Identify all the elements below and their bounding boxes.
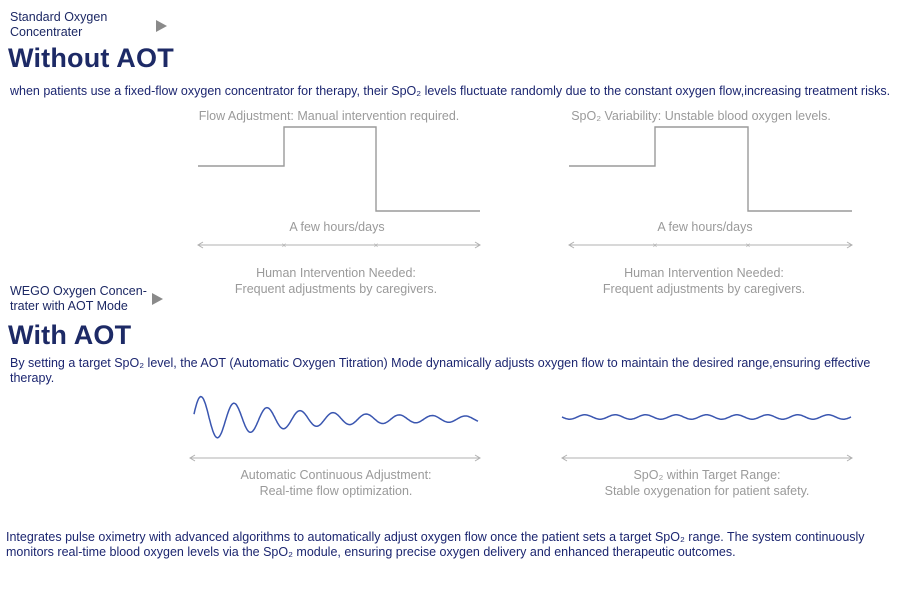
without-aot-description: when patients use a fixed-flow oxygen co… xyxy=(10,84,891,98)
stable-spo2-wave xyxy=(561,414,852,420)
wego-device-label-line2: trater with AOT Mode xyxy=(10,299,128,313)
svg-text:×: × xyxy=(282,241,287,250)
flow-timeline-label: A few hours/days xyxy=(289,220,385,234)
aot-left-caption-line1: Automatic Continuous Adjustment: xyxy=(240,468,432,482)
without-aot-heading: Without AOT xyxy=(8,43,174,73)
standard-device-label-line2: Concentrater xyxy=(10,25,83,39)
flow-caption-line1: Human Intervention Needed: xyxy=(256,266,416,280)
play-arrow-icon xyxy=(152,293,163,305)
flow-caption-line2: Frequent adjustments by caregivers. xyxy=(234,282,438,296)
spo2-timeline-label: A few hours/days xyxy=(657,220,753,234)
spo2-caption: Human Intervention Needed: Frequent adju… xyxy=(554,265,854,297)
spo2-step-line xyxy=(569,126,852,212)
aot-left-caption: Automatic Continuous Adjustment: Real-ti… xyxy=(186,467,486,499)
aot-right-caption-line1: SpO₂ within Target Range: xyxy=(633,468,781,482)
footer-description: Integrates pulse oximetry with advanced … xyxy=(6,530,865,559)
wego-device-label-line1: WEGO Oxygen Concen- xyxy=(10,284,147,298)
aot-left-caption-line2: Real-time flow optimization. xyxy=(259,484,413,498)
svg-text:×: × xyxy=(746,241,751,250)
with-aot-description: By setting a target SpO₂ level, the AOT … xyxy=(10,356,871,385)
standard-device-label: Standard Oxygen Concentrater xyxy=(10,10,150,40)
flow-step-line xyxy=(198,126,480,212)
aot-right-caption-line2: Stable oxygenation for patient safety. xyxy=(604,484,810,498)
svg-text:×: × xyxy=(653,241,658,250)
with-aot-heading: With AOT xyxy=(8,320,132,350)
flow-diagram-title: Flow Adjustment: Manual intervention req… xyxy=(198,109,460,123)
spo2-diagram-title: SpO₂ Variability: Unstable blood oxygen … xyxy=(571,109,831,123)
spo2-caption-line1: Human Intervention Needed: xyxy=(624,266,784,280)
play-arrow-icon xyxy=(156,20,167,32)
aot-right-caption: SpO₂ within Target Range: Stable oxygena… xyxy=(557,467,857,499)
flow-caption: Human Intervention Needed: Frequent adju… xyxy=(186,265,486,297)
wego-device-label: WEGO Oxygen Concen- trater with AOT Mode xyxy=(10,284,155,314)
spo2-caption-line2: Frequent adjustments by caregivers. xyxy=(602,282,806,296)
svg-text:×: × xyxy=(374,241,379,250)
damped-flow-wave xyxy=(193,395,479,439)
standard-device-label-line1: Standard Oxygen xyxy=(10,10,108,24)
